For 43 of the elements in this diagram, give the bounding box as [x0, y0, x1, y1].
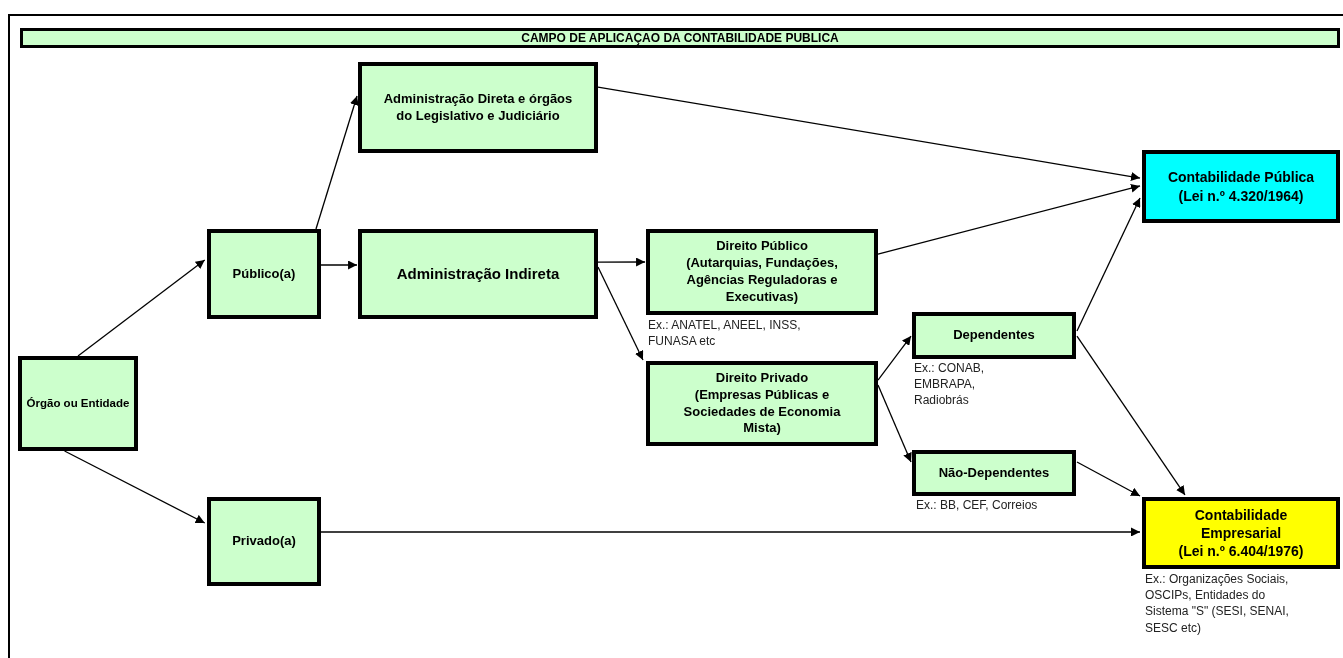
- box-label: Contabilidade Pública: [1167, 168, 1315, 187]
- arrow: [320, 260, 358, 270]
- box-label: Privado(a): [232, 533, 296, 550]
- process-box: [912, 312, 1076, 359]
- box-label: Direito Privado: [715, 369, 809, 387]
- arrow: [877, 183, 1141, 255]
- box-label: Dependentes: [953, 327, 1035, 344]
- process-box: [207, 497, 321, 586]
- box-label: Contabilidade Empresarial: [1193, 505, 1289, 543]
- box-label: Não-Dependentes: [938, 464, 1050, 482]
- process-box: [358, 62, 598, 153]
- process-box: [18, 356, 138, 451]
- arrow: [1076, 461, 1141, 497]
- process-box: [646, 361, 878, 446]
- process-box: [1142, 150, 1340, 223]
- box-label: Administração Indireta: [396, 264, 560, 284]
- arrow: [877, 335, 912, 381]
- arrow: [1076, 335, 1186, 496]
- box-label: Público(a): [232, 265, 296, 283]
- process-box: [646, 229, 878, 315]
- arrow: [63, 450, 206, 524]
- process-box: [912, 450, 1076, 496]
- box-label: (Lei n.º 6.404/1976): [1178, 542, 1304, 561]
- arrow: [77, 259, 206, 357]
- title-bar: CAMPO DE APLICAÇAO DA CONTABILIDADE PUBLICA: [20, 28, 1340, 48]
- box-label: Direito Público: [716, 238, 808, 256]
- arrow: [315, 95, 359, 230]
- process-box: [207, 229, 321, 319]
- example-note: Ex.: BB, CEF, Correios: [916, 497, 1039, 514]
- example-note: Ex.: Organizações Sociais, OSCIPs, Entidades do Sistema "S" (SESI, SENAI, SESC etc): [1145, 571, 1290, 636]
- box-label: Órgão ou Entidade: [26, 396, 130, 411]
- box-label: (Autarquias, Fundações, Agências Reguladoras e Executivas): [685, 255, 839, 306]
- arrow: [597, 86, 1141, 181]
- arrow: [597, 257, 646, 267]
- example-note: Ex.: ANATEL, ANEEL, INSS, FUNASA etc: [648, 317, 802, 350]
- process-box: [1142, 497, 1340, 569]
- arrow: [1076, 197, 1141, 332]
- box-label: Administração Direta e órgãos do Legislativo e Judiciário: [382, 90, 574, 125]
- example-note: Ex.: CONAB, EMBRAPA, Radiobrás: [914, 360, 985, 409]
- box-label: (Lei n.º 4.320/1964): [1178, 186, 1304, 205]
- box-label: (Empresas Públicas e Sociedades de Economia Mista): [682, 386, 842, 438]
- arrow: [320, 527, 1141, 537]
- process-box: [358, 229, 598, 319]
